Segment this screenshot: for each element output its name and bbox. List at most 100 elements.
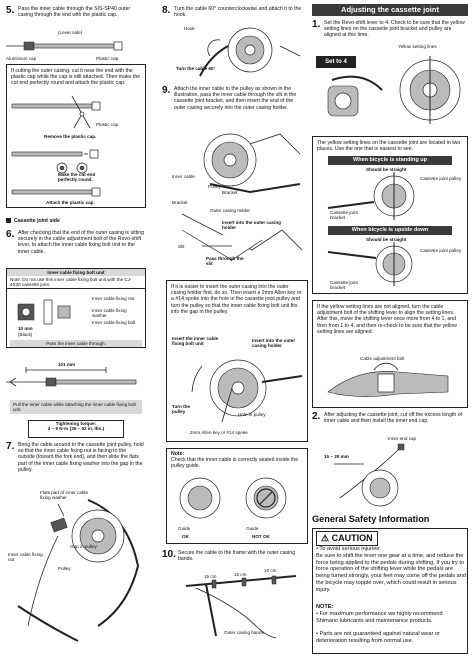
- yellow-lines-label: Yellow setting lines: [398, 44, 437, 49]
- hook-illustration: [199, 27, 301, 77]
- attach-cap-label: Attach the plastic cap.: [46, 200, 95, 205]
- step-7-number: 7.: [6, 441, 15, 452]
- pulley-washer-illustration: [17, 499, 140, 642]
- insert-holder-label-2: Insert into the outer casing holder: [252, 338, 296, 349]
- safety-box: [312, 528, 468, 654]
- step-10-number: 10.: [162, 549, 176, 560]
- step-5-number: 5.: [6, 5, 15, 16]
- outer-casing-bands-label: Outer casing bands: [224, 630, 264, 635]
- fixing-washer-label: Inner cable fixing washer: [92, 308, 127, 319]
- cut-casing-box: If cutting the outer casing, cut it near…: [6, 64, 146, 208]
- guide-comparison-illustration: [179, 477, 287, 519]
- bracket-label: Bracket: [222, 190, 238, 195]
- pass-slit-label: Pass through the slit: [206, 256, 244, 267]
- should-be-straight-2: Should be straight: [366, 237, 407, 242]
- end-length-label: 15 – 20 mm: [324, 454, 349, 459]
- torque-title: Tightening torque:: [55, 421, 97, 426]
- bolt-unit-illustration: [17, 299, 71, 325]
- allen-key-text: If it is easier to insert the outer casi…: [171, 284, 302, 315]
- inner-cable-label: Inner cable: [172, 174, 195, 179]
- safety-note-2: • Parts are not guaranteed against natur…: [316, 631, 440, 644]
- plastic-cap-label: Plastic cap: [96, 56, 119, 61]
- size-label: 10 mm: [18, 326, 33, 331]
- adjust-step-2-text: After adjusting the cassette joint, cut …: [324, 412, 463, 425]
- upside-down-illustration: [327, 242, 413, 286]
- step-9-text: Attach the inner cable to the pulley as …: [174, 86, 297, 111]
- frame-bands-illustration: [185, 575, 297, 639]
- not-ok-label: NOT OK: [252, 534, 270, 539]
- remove-cap-illustration: [11, 149, 99, 174]
- standing-illustration: [327, 172, 415, 220]
- step-6-text: After checking that the end of the outer…: [18, 230, 145, 255]
- cable-adjustment-bolt-label: Cable adjustment bolt: [360, 356, 405, 361]
- standing-up-bar: When bicycle is standing up: [328, 156, 452, 165]
- warning-icon: ⚠: [321, 533, 330, 543]
- bracket-label-2: Bracket: [172, 200, 188, 205]
- fixing-bolt-unit-title: Inner cable fixing bolt unit: [7, 269, 145, 277]
- slit-label: Slit: [178, 244, 185, 249]
- allen-key-label: 2mm Allen key or #14 spoke: [190, 430, 248, 435]
- gap-in-pulley-label: Gap in pulley: [70, 544, 97, 549]
- safety-note-1: • For maximum performance we highly reco…: [316, 611, 443, 624]
- fixing-bolt-label: Inner cable fixing bolt: [92, 320, 136, 325]
- adjust-step-1-text: Set the Revo-shift lever to 4. Check to …: [324, 20, 465, 39]
- band-distance-1: 15 cm: [204, 574, 217, 579]
- step-9-number: 9.: [162, 85, 171, 96]
- section-bullet-icon: [6, 218, 11, 223]
- length-101-label: 101 mm: [58, 362, 76, 367]
- safety-item-2: Be sure to shift the lever one gear at a…: [316, 553, 466, 593]
- cassette-pulley-label-1: Cassette joint pulley: [420, 176, 462, 181]
- cutter-illustration: [11, 95, 101, 129]
- upside-down-bar: When bicycle is upside down: [328, 226, 452, 235]
- cassette-pulley-label-2: Cassette joint pulley: [420, 248, 462, 253]
- fixing-bolt-note: Note: Do not use this inner cable fixing…: [7, 276, 145, 290]
- attach-cap-illustration: [11, 187, 101, 197]
- insert-bolt-unit-label: Insert the inner cable fixing bolt unit: [172, 336, 219, 347]
- adjust-step-1-number: 1.: [312, 19, 321, 30]
- safety-note-title: NOTE:: [316, 604, 334, 610]
- hook-label: Hook: [184, 26, 195, 31]
- step-7-text: Bring the cable around to the cassette j…: [18, 442, 144, 473]
- pulley-label-2: Pulley: [208, 184, 221, 189]
- band-distance-2: 15 cm: [234, 572, 247, 577]
- inner-end-cap-label: Inner end cap: [388, 436, 417, 441]
- pull-cable-label: Pull the inner cable while attaching the…: [10, 400, 142, 415]
- torque-value: 4 – 6 N·m {35 – 52 in. lbs.}: [47, 426, 105, 432]
- step-5-text: Pass the inner cable through the SIS-SP4…: [18, 6, 131, 19]
- yellow-lines-text: The yellow setting lines on the cassette…: [317, 140, 461, 153]
- make-round-label: Make the cut end perfectly round.: [58, 172, 96, 183]
- turn-pulley-illustration: [191, 359, 303, 423]
- should-be-straight-1: Should be straight: [366, 167, 407, 172]
- color-label: (Black): [18, 332, 33, 337]
- note-text: Check that the inner cable is correctly …: [171, 457, 299, 470]
- pass-inner-cable-label: Pass the inner cable through.: [10, 340, 142, 348]
- plastic-cap-label-2: Plastic cap: [96, 122, 119, 127]
- set-lever-illustration: [327, 56, 461, 124]
- band-distance-3: 10 cm: [264, 568, 277, 573]
- step-8-text: Turn the cable 60° counterclockwise and …: [174, 6, 302, 19]
- slit-illustration: [181, 213, 303, 261]
- guide-label-1: Guide: [178, 526, 191, 531]
- turn-cable-label: Turn the cable 60°: [176, 66, 216, 71]
- step-8-number: 8.: [162, 5, 171, 16]
- adjust-step-2-number: 2.: [312, 411, 321, 422]
- cut-casing-text: If cutting the outer casing, cut it near…: [11, 68, 141, 87]
- cassette-bracket-label-1: Cassette joint bracket: [330, 210, 358, 221]
- aluminium-cap-label: Aluminium cap: [6, 56, 37, 61]
- safety-heading: General Safety Information: [312, 514, 430, 524]
- outer-casing-illustration: [6, 41, 123, 51]
- caution-badge: ⚠ CAUTION: [316, 531, 378, 546]
- insert-holder-label: Insert into the outer casing holder: [222, 220, 281, 231]
- fixing-nut-label: Inner cable fixing nut: [92, 296, 135, 301]
- note-title: Note:: [171, 451, 185, 457]
- inner-cable-fixing-nut-label: Inner cable fixing nut: [8, 552, 43, 563]
- cable-length-illustration: [6, 367, 137, 387]
- ok-label: OK: [182, 534, 189, 539]
- pulley-label: Pulley: [58, 566, 71, 571]
- cassette-side-heading: Cassette joint side: [14, 218, 60, 224]
- guide-label-2: Guide: [246, 526, 259, 531]
- lever-side-label: (Lever side): [58, 30, 83, 35]
- adjusting-heading: Adjusting the cassette joint: [312, 4, 468, 16]
- set-to-badge: Set to 4: [316, 56, 356, 68]
- hole-in-pulley-label: Hole in pulley: [238, 412, 266, 417]
